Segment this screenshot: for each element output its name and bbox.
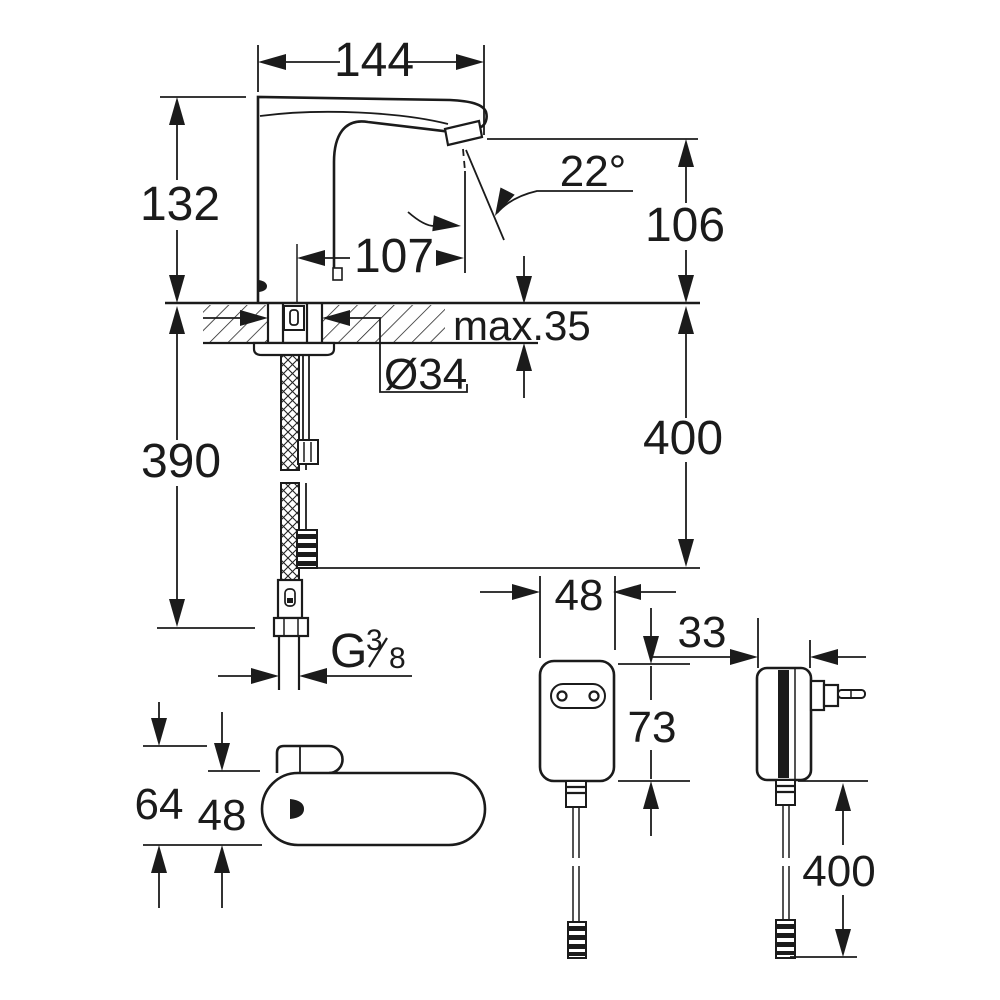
dim-107-label: 107 — [354, 230, 434, 283]
angle-arc-arrowhead — [432, 215, 461, 232]
dim-psu-cable-length: 400 — [790, 780, 876, 958]
dimension-annotations-side: 144 132 107 22° 10 — [140, 34, 725, 684]
dim-supply-drop: 400 — [643, 306, 723, 567]
thread-denominator-label: 8 — [389, 642, 406, 675]
sensor-window-icon — [259, 280, 267, 292]
hole-diameter-label: Ø34 — [384, 350, 467, 399]
spray-angle-line — [465, 149, 505, 241]
dim-psu-width: 48 — [480, 571, 676, 658]
dim-390-label: 390 — [141, 435, 221, 488]
aerator-outlet — [443, 119, 484, 147]
angle-arc — [407, 211, 435, 227]
psu-cable-400-label: 400 — [802, 847, 875, 896]
psu-cable-front — [565, 780, 587, 959]
dim-400-label: 400 — [643, 412, 723, 465]
dim-hose-length: 390 — [141, 306, 255, 629]
psu-body-front — [538, 659, 616, 783]
topview-spout-tab — [275, 744, 344, 775]
psu-height-73-label: 73 — [628, 703, 677, 752]
psu-socket-recess — [550, 683, 606, 709]
faucet-spout-seam — [259, 110, 449, 125]
dim-psu-depth: 33 — [650, 608, 866, 668]
topview-width-48-label: 48 — [198, 791, 247, 840]
countertop-section — [165, 301, 700, 357]
mounting-shank — [252, 304, 336, 357]
power-supply-side-view: 33 400 — [650, 608, 876, 959]
max-deck-label: max.35 — [453, 302, 591, 349]
counter-hatch-left — [203, 305, 268, 342]
psu-socket-hole-left — [556, 690, 568, 702]
psu-socket-hole-right — [588, 690, 600, 702]
dim-hole-diameter: Ø34 — [203, 310, 468, 399]
power-supply-front-view: 48 73 — [480, 571, 690, 959]
psu-width-48-label: 48 — [555, 571, 604, 620]
dim-spout-width: 144 — [257, 34, 485, 135]
dim-body-height: 132 — [140, 96, 246, 303]
braided-hose-upper — [280, 354, 300, 471]
counter-hatch-right — [322, 305, 445, 342]
dim-max-deck-thickness: max.35 — [453, 256, 591, 398]
thread-numerator-label: 3 — [366, 624, 383, 657]
supply-hoses — [272, 354, 700, 690]
topview-sensor-icon — [290, 799, 304, 819]
dim-topview-depth: 64 — [135, 702, 207, 908]
spray-axis-dashed — [462, 148, 466, 172]
dim-outlet-height: 106 — [487, 138, 725, 303]
dim-spout-reach: 107 — [296, 230, 464, 302]
dim-144-label: 144 — [334, 34, 414, 87]
angle-22-label: 22° — [560, 147, 627, 196]
hose-fitting-mark — [287, 598, 293, 603]
dim-topview-width: 48 — [143, 712, 262, 908]
psu-side-band — [778, 670, 789, 778]
psu-cable-side — [775, 779, 796, 959]
dim-psu-height: 73 — [618, 608, 690, 836]
cable-inline-connector — [297, 439, 319, 465]
cable-plug-connector — [296, 529, 318, 569]
topview-body — [260, 771, 487, 847]
dim-132-label: 132 — [140, 178, 220, 231]
topview-depth-64-label: 64 — [135, 780, 184, 829]
thread-g-label: G — [330, 625, 367, 678]
dim-106-label: 106 — [645, 199, 725, 252]
psu-depth-33-label: 33 — [678, 608, 727, 657]
faucet-top-view: 64 48 — [135, 702, 487, 908]
hose-fitting-window — [284, 588, 296, 607]
dim-spray-angle: 22° — [495, 147, 633, 216]
connection-nut — [272, 616, 310, 638]
mounting-flange — [252, 341, 336, 357]
body-base-clip — [332, 267, 343, 281]
psu-plug-pins — [809, 679, 866, 712]
dim-thread: G 3 8 — [218, 624, 412, 684]
